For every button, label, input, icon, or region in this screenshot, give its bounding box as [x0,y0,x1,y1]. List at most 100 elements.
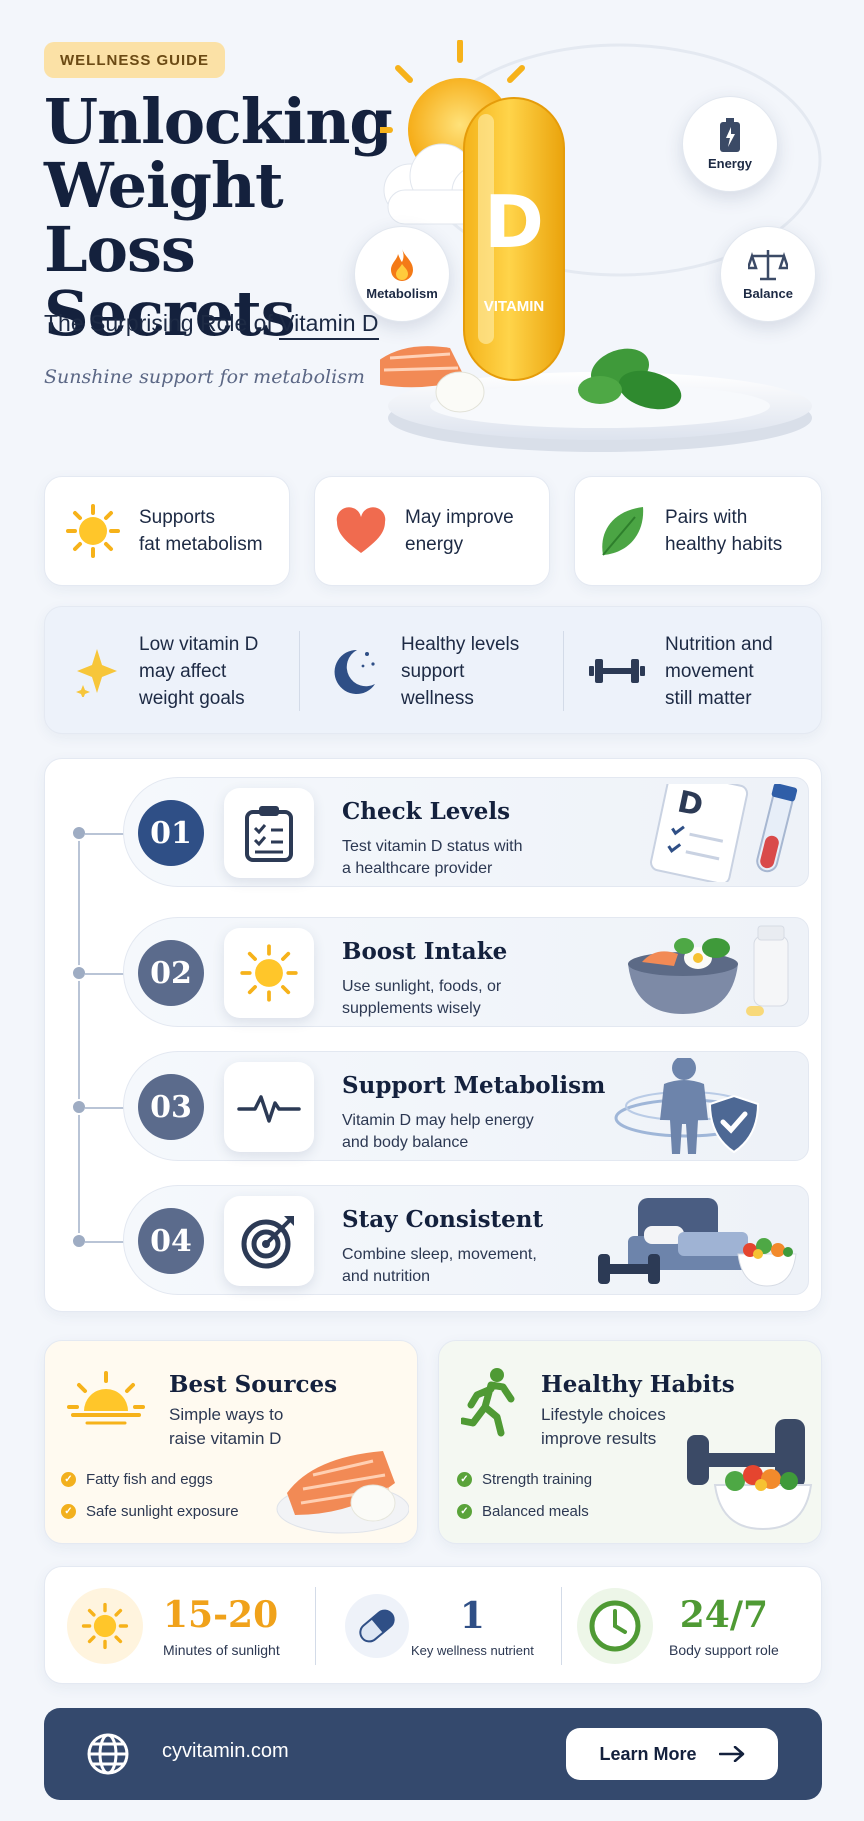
step-number: 03 [138,1074,204,1140]
learn-more-button[interactable]: Learn More [566,1728,778,1780]
step-icon-tile [224,1062,314,1152]
page-title: Unlocking Weight Loss Secrets [44,90,444,346]
fact-item: Low vitamin D may affect weight goals [75,607,258,735]
bubble-label: Metabolism [366,285,438,301]
card-title: Best Sources [169,1371,338,1398]
benefit-line: Pairs with [665,507,748,528]
check-icon: ✓ [457,1504,472,1519]
heart-icon [336,507,386,553]
card-subtitle: Simple ways to raise vitamin D [169,1403,329,1451]
stat-item: 24/7 Body support role [577,1567,779,1685]
title-line: Weight Loss [44,149,284,286]
fact-line: wellness [401,687,474,709]
body-shield-illustration [614,1058,760,1154]
salmon-fillet [372,346,466,388]
subtitle-prefix: The Surprising Role of [44,310,280,336]
step-title: Boost Intake [342,938,508,965]
website-link[interactable]: cyvitamin.com [162,1740,289,1762]
step-desc-line: and nutrition [342,1268,431,1285]
balance-bubble: Balance [720,226,816,322]
step-number: 04 [138,1208,204,1274]
steps-panel: 01 Check Levels Test vitamin D status wi… [44,758,822,1312]
step-number: 02 [138,940,204,1006]
fact-line: Healthy levels [401,633,520,655]
stat-icon-circle [577,1588,653,1664]
food-bowl-illustration [628,925,789,1016]
clipboard-icon [245,806,293,862]
sun-icon [66,504,120,558]
title-line: Secrets [44,277,296,350]
fact-line: support [401,660,465,682]
steps-rail [78,833,80,1233]
list-item: ✓Fatty fish and eggs [61,1471,213,1488]
dumbbell-icon [589,659,645,683]
subtitle-line: raise vitamin D [169,1429,282,1448]
step-title: Stay Consistent [342,1206,544,1233]
stat-value: 15-20 [163,1594,279,1636]
step-desc-line: Use sunlight, foods, or [342,978,502,995]
step-title: Support Metabolism [342,1072,606,1099]
stat-item: 1 Key wellness nutrient [345,1567,534,1685]
stat-text: 1 Key wellness nutrient [411,1595,534,1658]
stat-icon-circle [345,1594,409,1658]
egg [435,371,485,413]
step-card-stay-consistent: 04 Stay Consistent Combine sleep, moveme… [123,1185,809,1295]
list-item-label: Safe sunlight exposure [86,1503,239,1520]
benefit-line: Supports [139,507,216,528]
fact-item: Healthy levels support wellness [327,607,519,735]
benefit-line: energy [405,534,464,555]
card-title: Healthy Habits [541,1371,735,1398]
target-icon [241,1216,294,1269]
vitamin-d-capsule [463,97,565,381]
benefit-line: healthy habits [665,534,783,555]
moon-icon [334,649,375,694]
flame-icon [391,248,413,281]
subtitle-line: Simple ways to [169,1405,284,1424]
sleep-fitness-illustration [598,1198,797,1287]
hero-art [369,39,822,452]
fact-text: Low vitamin D may affect weight goals [139,631,258,712]
step-icon-tile [224,1196,314,1286]
energy-bubble: Energy [682,96,778,192]
scale-icon [748,249,788,280]
fact-text: Healthy levels support wellness [401,631,519,712]
fact-line: movement [665,660,754,682]
fact-line: may affect [139,660,227,682]
step-icon-tile [224,788,314,878]
step-icon-tile [224,928,314,1018]
list-item: ✓Safe sunlight exposure [61,1503,239,1520]
fact-line: Low vitamin D [139,633,259,655]
bubble-label: Balance [743,285,793,301]
step-card-boost-intake: 02 Boost Intake Use sunlight, foods, or s… [123,917,809,1027]
facts-band: Low vitamin D may affect weight goals Heal… [44,606,822,734]
subtitle-line: improve results [541,1429,657,1448]
title-line: Unlocking [44,85,393,158]
card-subtitle: Lifestyle choices improve results [541,1403,721,1451]
footer-bar: cyvitamin.com Learn More [44,1708,822,1800]
step-description: Use sunlight, foods, or supplements wisel… [342,976,552,1020]
sun-icon [81,1602,129,1650]
benefit-line: May improve [405,507,514,528]
subtitle-highlight: Vitamin D [279,310,379,340]
step-desc-line: Combine sleep, movement, [342,1246,537,1263]
list-item: ✓Strength training [457,1471,592,1488]
step-desc-line: supplements wisely [342,1000,481,1017]
healthy-habits-card: Healthy Habits Lifestyle choices improve … [438,1340,822,1544]
step-desc-line: and body balance [342,1134,469,1151]
badge-label: WELLNESS GUIDE [60,51,210,69]
step-card-check-levels: 01 Check Levels Test vitamin D status wi… [123,777,809,887]
lab-report-illustration: D [650,784,798,882]
stat-label: Body support role [669,1642,779,1658]
list-item-label: Strength training [482,1471,593,1488]
fact-line: weight goals [139,687,245,709]
step-desc-line: Vitamin D may help energy [342,1112,534,1129]
hero-illustration: D VITAMIN Energy Metabolism Balance [354,39,850,470]
subtitle-line: Lifestyle choices [541,1405,666,1424]
capsule-letter: D [484,180,544,264]
benefit-text: Pairs with healthy habits [665,504,782,558]
benefit-card-energy: May improve energy [314,476,550,586]
